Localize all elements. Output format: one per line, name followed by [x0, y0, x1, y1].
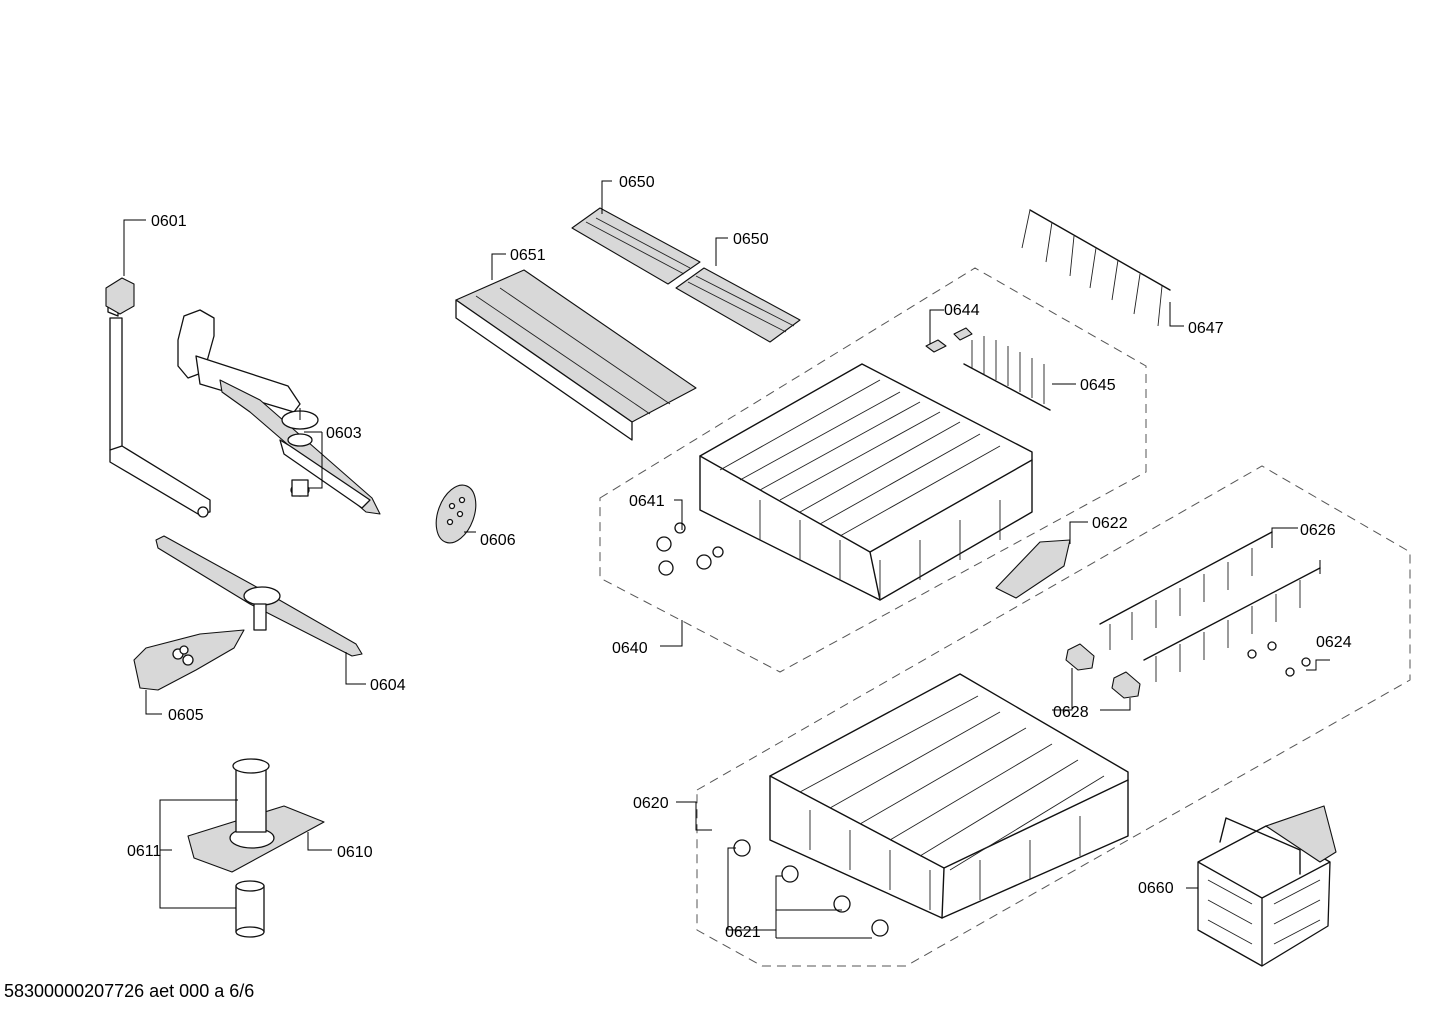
- label-0651: 0651: [510, 247, 546, 264]
- label-0626: 0626: [1300, 522, 1336, 539]
- label-0650-b: 0650: [733, 231, 769, 248]
- label-0603: 0603: [326, 425, 362, 442]
- basket-wheels-0621: [733, 839, 889, 937]
- label-0650-a: 0650: [619, 174, 655, 191]
- label-0628: 0628: [1053, 704, 1089, 721]
- holders-0628: [1065, 643, 1141, 699]
- label-0647: 0647: [1188, 320, 1224, 337]
- label-0640: 0640: [612, 640, 648, 657]
- label-0605: 0605: [168, 707, 204, 724]
- flap-0622: [995, 539, 1071, 599]
- lower-basket-0620: [769, 673, 1129, 919]
- clip-0644: [925, 327, 973, 353]
- basket-rollers-0641: [656, 522, 724, 576]
- clips-0624: [1247, 641, 1311, 677]
- sieve-segment-0605: [133, 629, 245, 691]
- etagere-rack-0650-b: [675, 267, 801, 343]
- label-0624: 0624: [1316, 634, 1352, 651]
- label-0621: 0621: [725, 924, 761, 941]
- label-0622: 0622: [1092, 515, 1128, 532]
- document-id-footer: 58300000207726 aet 000 a 6/6: [4, 981, 255, 1001]
- prong-rack-0626: [1099, 531, 1321, 682]
- label-0610: 0610: [337, 844, 373, 861]
- cutlery-basket-0660: [1197, 805, 1337, 967]
- leader-lines: [123, 180, 1330, 939]
- label-0601: 0601: [151, 213, 187, 230]
- label-0620: 0620: [633, 795, 669, 812]
- prong-row-0647: [1021, 209, 1171, 327]
- upper-basket-0640: [699, 363, 1033, 601]
- lower-spray-arm-0604: [155, 535, 363, 657]
- label-0604: 0604: [370, 677, 406, 694]
- prong-row-0645: [963, 336, 1051, 411]
- filter-assembly-0610: [187, 758, 325, 938]
- label-0606: 0606: [480, 532, 516, 549]
- label-0645: 0645: [1080, 377, 1116, 394]
- upper-basket-group-outline: [599, 267, 1147, 673]
- lower-basket-group-outline: [696, 465, 1411, 967]
- cover-disc-0606: [435, 484, 477, 544]
- label-0611: 0611: [127, 843, 162, 860]
- upper-spray-arm-0603: [177, 309, 381, 515]
- label-0644: 0644: [944, 302, 980, 319]
- etagere-rack-0650-a: [571, 207, 701, 285]
- tray-rack-0651: [455, 269, 697, 441]
- spray-pipe-0601: [105, 277, 211, 518]
- label-0641: 0641: [629, 493, 665, 510]
- label-0660: 0660: [1138, 880, 1174, 897]
